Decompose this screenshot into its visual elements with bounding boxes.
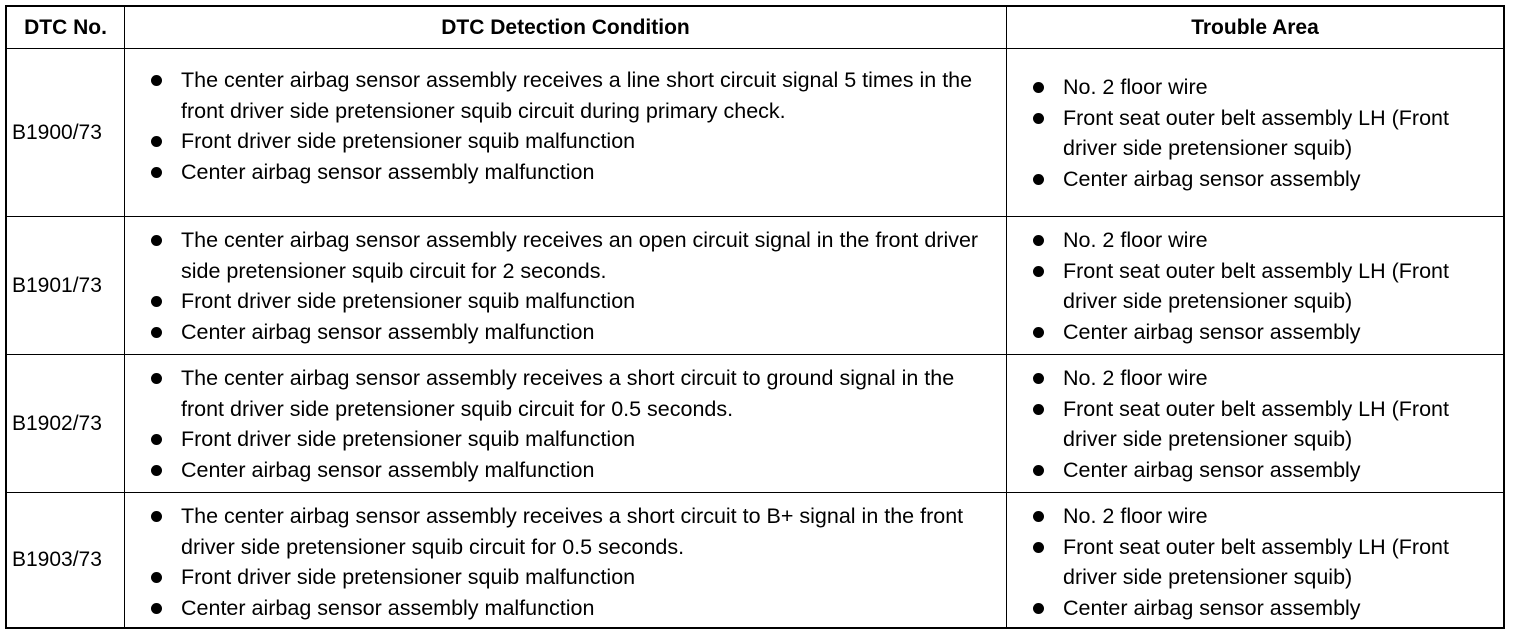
- list-item: No. 2 floor wire: [1007, 501, 1493, 532]
- condition-cell: The center airbag sensor assembly receiv…: [125, 355, 1007, 492]
- area-text: No. 2 floor wire: [1063, 228, 1208, 252]
- condition-text: The center airbag sensor assembly receiv…: [181, 228, 979, 283]
- condition-text: The center airbag sensor assembly receiv…: [181, 366, 955, 421]
- condition-text: Center airbag sensor assembly malfunctio…: [181, 595, 595, 620]
- table-header-row: DTC No. DTC Detection Condition Trouble …: [7, 7, 1503, 48]
- bullet-icon: [1033, 326, 1044, 338]
- bullet-icon: [151, 296, 162, 307]
- list-item: Center airbag sensor assembly malfunctio…: [125, 157, 996, 188]
- table-row: B1903/73 The center airbag sensor assemb…: [7, 492, 1503, 627]
- list-item: Front seat outer belt assembly LH (Front…: [1007, 394, 1493, 455]
- area-text: Front seat outer belt assembly LH (Front…: [1063, 258, 1449, 314]
- bullet-icon: [151, 572, 162, 583]
- bullet-icon: [1033, 373, 1044, 384]
- bullet-icon: [1033, 511, 1044, 522]
- area-text: No. 2 floor wire: [1063, 504, 1208, 528]
- bullet-icon: [151, 326, 162, 338]
- bullet-icon: [151, 136, 162, 147]
- header-trouble-area: Trouble Area: [1191, 15, 1319, 39]
- bullet-icon: [1033, 173, 1044, 185]
- list-item: Front seat outer belt assembly LH (Front…: [1007, 103, 1493, 164]
- table-row: B1900/73 The center airbag sensor assemb…: [7, 48, 1503, 216]
- list-item: Center airbag sensor assembly: [1007, 593, 1493, 624]
- bullet-icon: [1033, 235, 1044, 246]
- bullet-icon: [1033, 541, 1044, 553]
- bullet-icon: [1033, 265, 1044, 277]
- bullet-icon: [151, 511, 162, 522]
- area-text: Center airbag sensor assembly: [1063, 319, 1361, 344]
- area-text: Front seat outer belt assembly LH (Front…: [1063, 105, 1449, 161]
- trouble-area-cell: No. 2 floor wire Front seat outer belt a…: [1007, 355, 1503, 492]
- trouble-area-cell: No. 2 floor wire Front seat outer belt a…: [1007, 493, 1503, 627]
- list-item: Front seat outer belt assembly LH (Front…: [1007, 532, 1493, 593]
- list-item: Front driver side pretensioner squib mal…: [125, 424, 996, 455]
- condition-text: Front driver side pretensioner squib mal…: [181, 427, 636, 451]
- table-row: B1901/73 The center airbag sensor assemb…: [7, 216, 1503, 354]
- dtc-table: DTC No. DTC Detection Condition Trouble …: [5, 5, 1505, 629]
- list-item: The center airbag sensor assembly receiv…: [125, 65, 996, 126]
- list-item: No. 2 floor wire: [1007, 363, 1493, 394]
- area-text: Center airbag sensor assembly: [1063, 595, 1361, 620]
- dtc-code: B1901/73: [7, 217, 125, 354]
- condition-cell: The center airbag sensor assembly receiv…: [125, 217, 1007, 354]
- condition-text: The center airbag sensor assembly receiv…: [181, 68, 973, 123]
- bullet-icon: [151, 434, 162, 445]
- dtc-code: B1900/73: [7, 49, 125, 216]
- list-item: The center airbag sensor assembly receiv…: [125, 363, 996, 424]
- area-text: Front seat outer belt assembly LH (Front…: [1063, 534, 1449, 590]
- area-text: Center airbag sensor assembly: [1063, 457, 1361, 482]
- trouble-area-cell: No. 2 floor wire Front seat outer belt a…: [1007, 49, 1503, 216]
- area-text: Front seat outer belt assembly LH (Front…: [1063, 396, 1449, 452]
- list-item: Center airbag sensor assembly malfunctio…: [125, 455, 996, 486]
- area-text: No. 2 floor wire: [1063, 366, 1208, 390]
- list-item: Front seat outer belt assembly LH (Front…: [1007, 256, 1493, 317]
- bullet-icon: [151, 602, 162, 614]
- area-text: Center airbag sensor assembly: [1063, 166, 1361, 191]
- list-item: Front driver side pretensioner squib mal…: [125, 126, 996, 157]
- condition-text: Center airbag sensor assembly malfunctio…: [181, 159, 595, 184]
- condition-text: The center airbag sensor assembly receiv…: [181, 504, 964, 559]
- header-detection-condition: DTC Detection Condition: [125, 7, 1007, 48]
- condition-text: Front driver side pretensioner squib mal…: [181, 289, 636, 313]
- list-item: Front driver side pretensioner squib mal…: [125, 286, 996, 317]
- bullet-icon: [1033, 403, 1044, 415]
- list-item: Center airbag sensor assembly: [1007, 455, 1493, 486]
- condition-text: Center airbag sensor assembly malfunctio…: [181, 457, 595, 482]
- dtc-code: B1903/73: [7, 493, 125, 627]
- condition-text: Front driver side pretensioner squib mal…: [181, 129, 636, 153]
- bullet-icon: [151, 373, 162, 384]
- area-text: No. 2 floor wire: [1063, 75, 1208, 99]
- list-item: The center airbag sensor assembly receiv…: [125, 225, 996, 286]
- list-item: Center airbag sensor assembly: [1007, 317, 1493, 348]
- list-item: Front driver side pretensioner squib mal…: [125, 562, 996, 593]
- dtc-code: B1902/73: [7, 355, 125, 492]
- bullet-icon: [1033, 82, 1044, 93]
- list-item: Center airbag sensor assembly malfunctio…: [125, 317, 996, 348]
- bullet-icon: [151, 464, 162, 476]
- condition-cell: The center airbag sensor assembly receiv…: [125, 49, 1007, 216]
- bullet-icon: [1033, 464, 1044, 476]
- list-item: No. 2 floor wire: [1007, 72, 1493, 103]
- bullet-icon: [151, 166, 162, 178]
- condition-cell: The center airbag sensor assembly receiv…: [125, 493, 1007, 627]
- list-item: The center airbag sensor assembly receiv…: [125, 501, 996, 562]
- list-item: Center airbag sensor assembly malfunctio…: [125, 593, 996, 624]
- condition-text: Center airbag sensor assembly malfunctio…: [181, 319, 595, 344]
- header-dtc-no: DTC No.: [7, 7, 125, 48]
- bullet-icon: [151, 75, 162, 86]
- list-item: Center airbag sensor assembly: [1007, 164, 1493, 195]
- list-item: No. 2 floor wire: [1007, 225, 1493, 256]
- table-row: B1902/73 The center airbag sensor assemb…: [7, 354, 1503, 492]
- condition-text: Front driver side pretensioner squib mal…: [181, 565, 636, 589]
- trouble-area-cell: No. 2 floor wire Front seat outer belt a…: [1007, 217, 1503, 354]
- bullet-icon: [1033, 602, 1044, 614]
- bullet-icon: [151, 235, 162, 246]
- bullet-icon: [1033, 112, 1044, 124]
